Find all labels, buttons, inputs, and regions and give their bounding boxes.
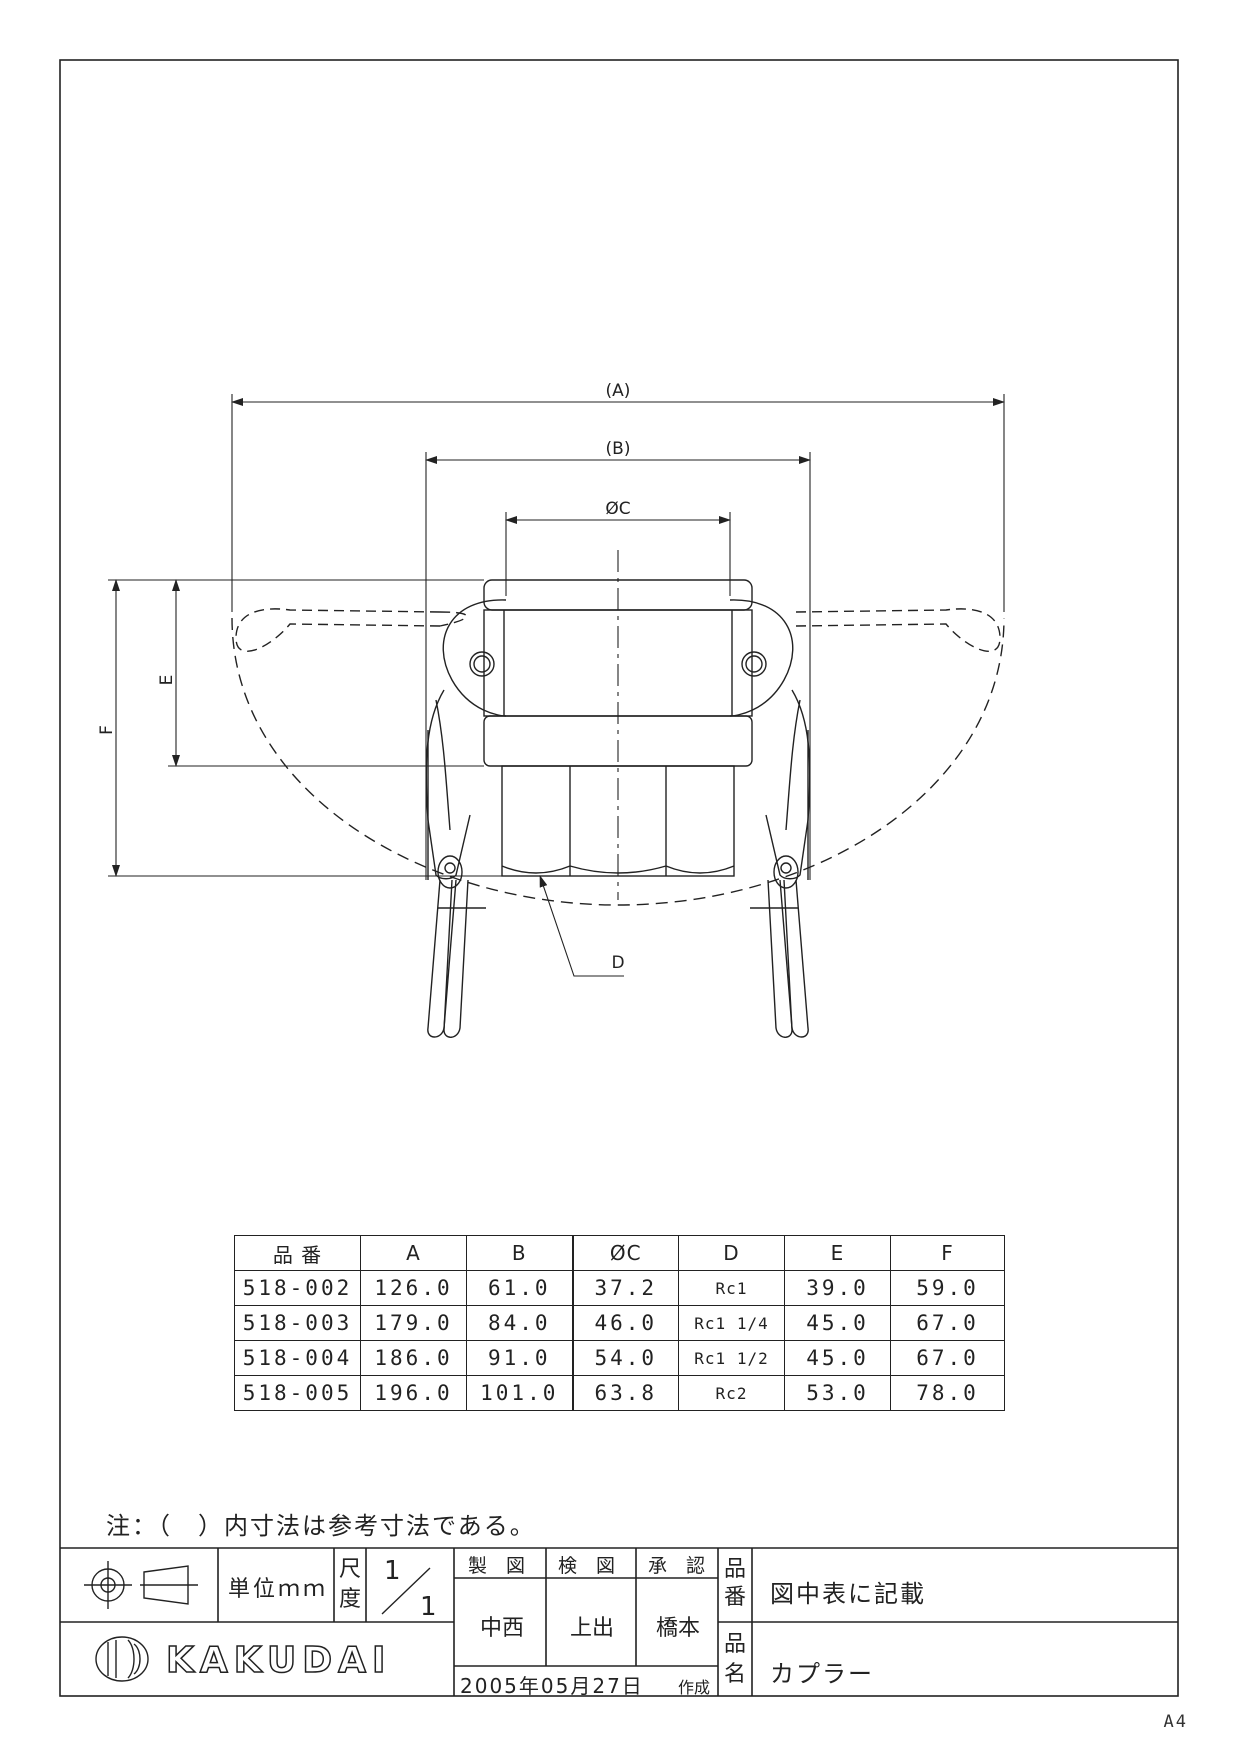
third-angle-projection-icon [84, 1561, 198, 1609]
cell-e: 45.0 [784, 1340, 891, 1376]
dim-label-f: F [97, 725, 117, 735]
cell-b: 91.0 [466, 1340, 573, 1376]
dim-label-e: E [157, 675, 177, 686]
table-row: 518-002 126.0 61.0 37.2 Rc1 39.0 59.0 [234, 1270, 1005, 1306]
cam-lever-left [425, 689, 471, 880]
scale-denominator: 1 [420, 1592, 437, 1622]
part-name-label: 品 名 [723, 1632, 746, 1687]
cell-part-no: 518-002 [234, 1270, 361, 1306]
cell-d: Rc1 1/2 [678, 1340, 785, 1376]
main-body [483, 609, 753, 717]
sheet-size: A4 [1163, 1712, 1188, 1732]
table-row: 518-005 196.0 101.0 63.8 Rc2 53.0 78.0 [234, 1375, 1005, 1411]
drawing-date: 2005年05月27日 [460, 1674, 644, 1698]
role-drafter: 製 図 [468, 1555, 526, 1577]
cam-ear-left [442, 599, 507, 717]
cell-b: 84.0 [466, 1305, 573, 1341]
name-drafter: 中西 [480, 1616, 525, 1641]
cell-e: 45.0 [784, 1305, 891, 1341]
reference-dimension-note: 注：（ ）内寸法は参考寸法である。 [106, 1512, 536, 1540]
header-d: D [678, 1235, 785, 1271]
cell-f: 67.0 [890, 1305, 1005, 1341]
scale-numerator: 1 [384, 1556, 401, 1586]
cell-f: 59.0 [890, 1270, 1005, 1306]
scale-label: 尺 度 [338, 1557, 361, 1612]
cell-c: 46.0 [571, 1305, 679, 1341]
dim-label-a: (A) [606, 381, 631, 401]
name-checker: 上出 [570, 1616, 615, 1641]
header-c: ØC [571, 1235, 679, 1271]
cell-a: 196.0 [360, 1375, 467, 1411]
title-block-grid [60, 1547, 1178, 1696]
role-approver: 承 認 [648, 1555, 706, 1577]
cell-c: 63.8 [571, 1375, 679, 1411]
kakudai-logo-icon [95, 1636, 149, 1682]
cell-part-no: 518-003 [234, 1305, 361, 1341]
cell-c: 54.0 [571, 1340, 679, 1376]
header-a: A [360, 1235, 467, 1271]
part-number-value: 図中表に記載 [770, 1580, 926, 1608]
header-b: B [466, 1235, 573, 1271]
cell-a: 179.0 [360, 1305, 467, 1341]
cell-a: 126.0 [360, 1270, 467, 1306]
header-e: E [784, 1235, 891, 1271]
cell-part-no: 518-005 [234, 1375, 361, 1411]
cell-d: Rc1 [678, 1270, 785, 1306]
cam-ear-right [729, 599, 794, 717]
dim-label-d: D [611, 953, 624, 973]
dim-label-b: (B) [606, 439, 631, 459]
swing-envelope [231, 617, 1005, 906]
unit-label: 単位ｍｍ [228, 1577, 329, 1602]
cell-e: 39.0 [784, 1270, 891, 1306]
dimensions [108, 394, 1005, 977]
sheet-border [59, 59, 1179, 1697]
cell-b: 101.0 [466, 1375, 573, 1411]
role-checker: 検 図 [558, 1555, 616, 1577]
cell-d: Rc1 1/4 [678, 1305, 785, 1341]
cam-lever-right [765, 689, 811, 880]
cell-b: 61.0 [466, 1270, 573, 1306]
dim-label-c: ØC [605, 499, 630, 519]
cell-c: 37.2 [571, 1270, 679, 1306]
table-header-row: 品 番 A B ØC D E F [234, 1235, 1005, 1271]
part-number-label: 品 番 [723, 1557, 746, 1610]
dim-leader-d [539, 875, 624, 977]
cell-e: 53.0 [784, 1375, 891, 1411]
pull-ring-left [427, 879, 457, 1038]
pull-ring-right [779, 879, 809, 1038]
dimension-table: 品 番 A B ØC D E F 518-002 126.0 61.0 37.2… [234, 1235, 1005, 1411]
part-name-value: カプラー [770, 1660, 874, 1688]
cell-f: 67.0 [890, 1340, 1005, 1376]
cell-a: 186.0 [360, 1340, 467, 1376]
table-row: 518-003 179.0 84.0 46.0 Rc1 1/4 45.0 67.… [234, 1305, 1005, 1341]
cell-part-no: 518-004 [234, 1340, 361, 1376]
table-row: 518-004 186.0 91.0 54.0 Rc1 1/2 45.0 67.… [234, 1340, 1005, 1376]
header-part-no: 品 番 [234, 1235, 361, 1271]
cell-d: Rc2 [678, 1375, 785, 1411]
created-label: 作成 [678, 1678, 711, 1697]
company-logo-text: KAKUDAI [166, 1640, 391, 1681]
lever-right-dashed [795, 608, 1001, 652]
header-f: F [890, 1235, 1005, 1271]
coupler-drawing [231, 550, 1005, 1038]
name-approver: 橋本 [656, 1616, 701, 1641]
cell-f: 78.0 [890, 1375, 1005, 1411]
lever-left-dashed [235, 608, 441, 652]
